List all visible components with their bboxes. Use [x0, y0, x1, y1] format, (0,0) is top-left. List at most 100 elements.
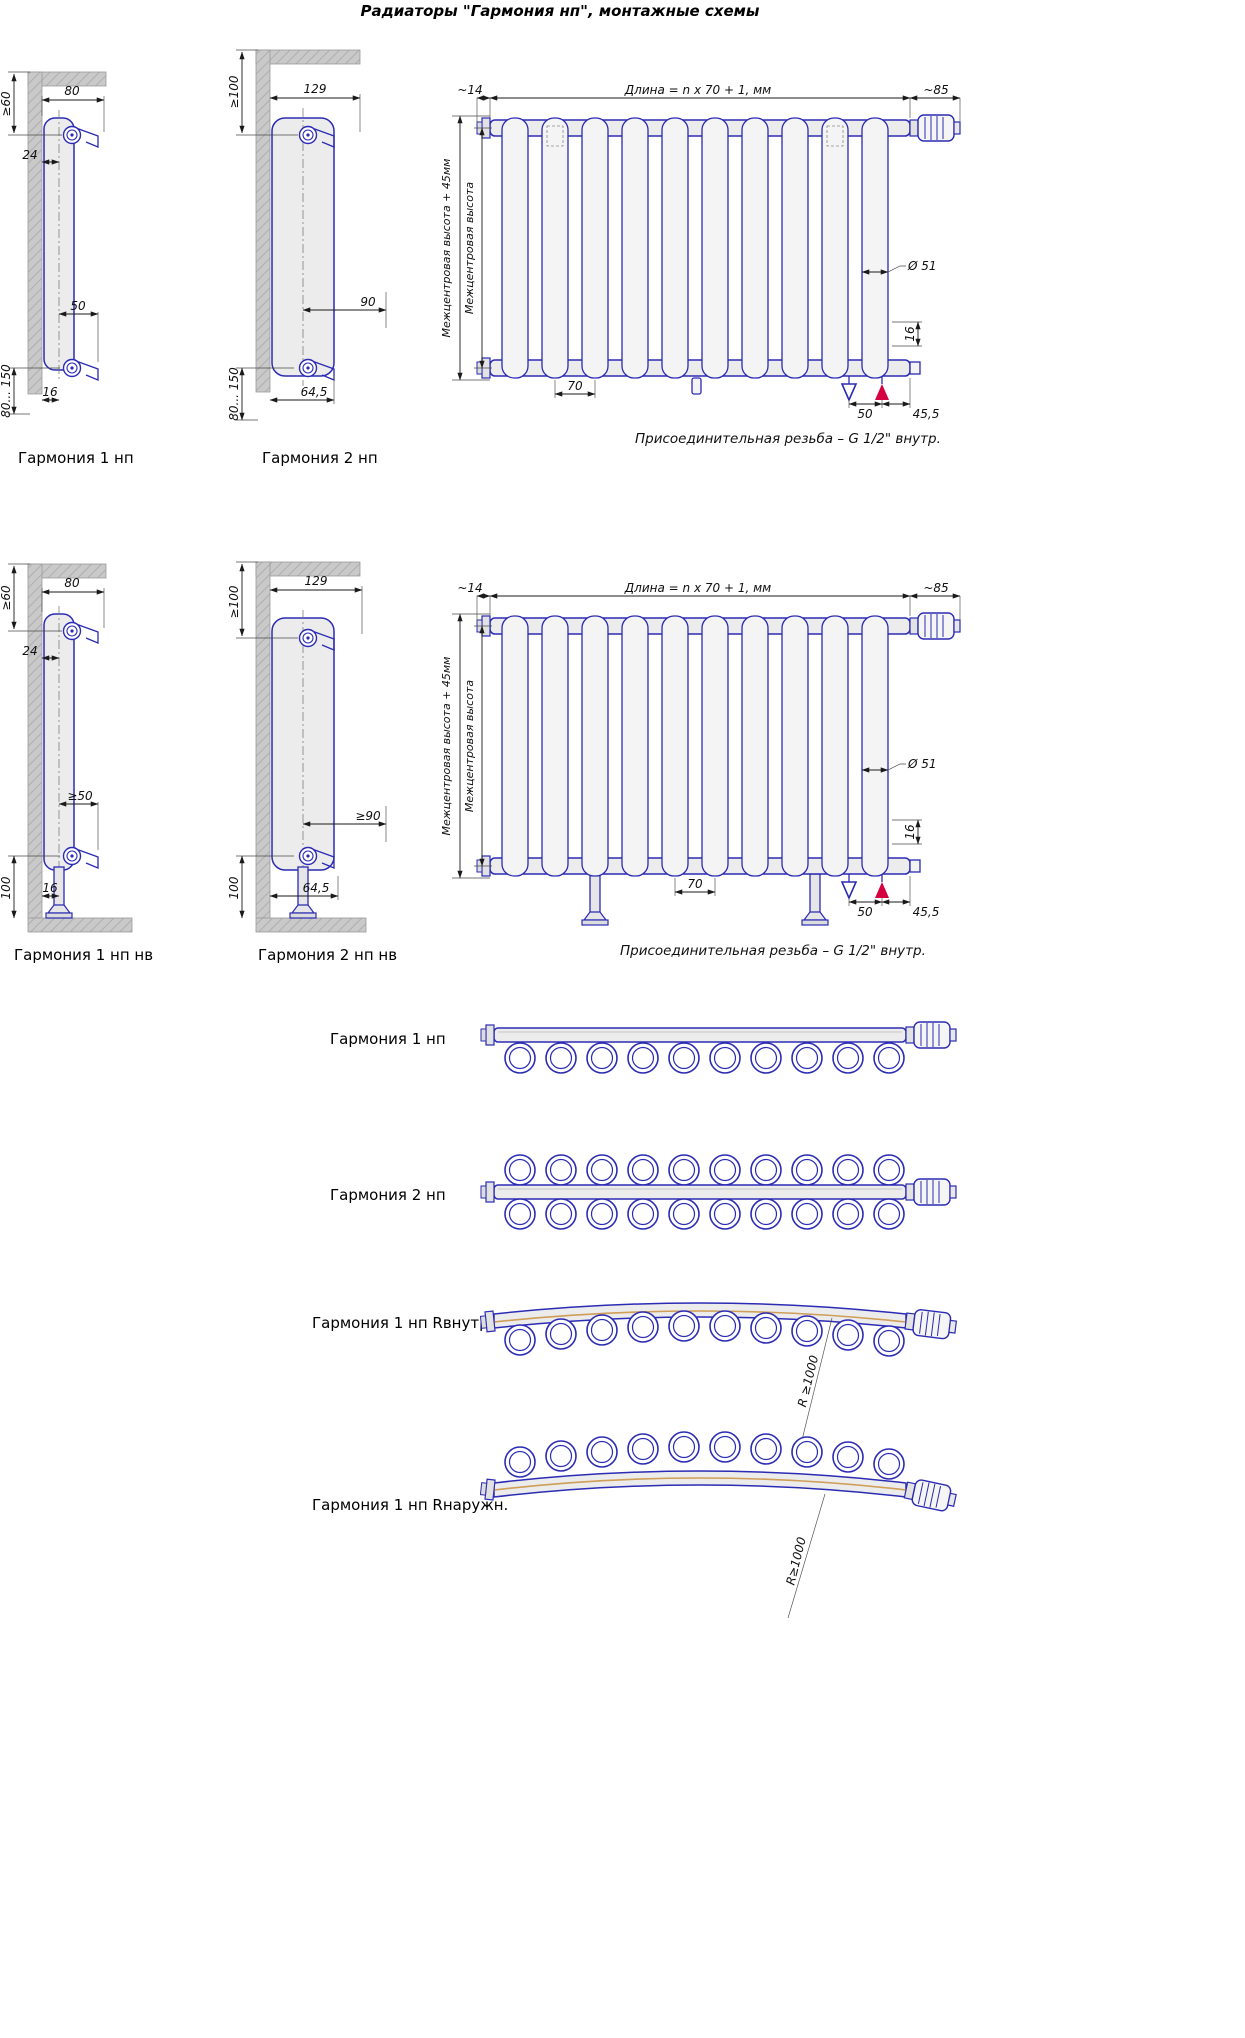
flow-arrow-supply: [875, 384, 889, 400]
flow-arrow-return: [840, 881, 858, 900]
dim-label-100: 100: [228, 876, 241, 899]
dim-label-24: 24: [22, 644, 37, 658]
dim-label-14: ~14: [457, 83, 482, 97]
thread-note: Присоединительная резьба – G 1/2" внутр.: [635, 431, 941, 447]
dim-label-129: 129: [304, 82, 327, 96]
top-view-harmony-1np-r-inner: R ≥1000: [480, 1302, 958, 1441]
wall-top: [255, 49, 361, 65]
axis-label-outer: Межцентровая высота + 45мм: [440, 159, 453, 338]
thermostat-valve: [905, 1178, 957, 1206]
top-view-harmony-2np: [480, 1154, 957, 1230]
dim-label-85: ~85: [923, 83, 948, 97]
axis-label-inner: Межцентровая высота: [463, 182, 476, 314]
radiator-body-top-view: [493, 1184, 907, 1200]
dim-label-45-5: 45,5: [913, 407, 940, 421]
thermostat-valve: [909, 612, 961, 640]
tube-sections: [504, 1042, 905, 1074]
dim-label-45-5: 45,5: [913, 905, 940, 919]
wall-left: [27, 563, 43, 919]
dim-label-diameter: Ø 51: [907, 259, 937, 273]
dim-label-64-5: 64,5: [301, 385, 328, 399]
bottom-clip: [691, 377, 702, 395]
end-cap: [480, 1310, 496, 1333]
dim-label-129: 129: [305, 574, 328, 588]
dim-label-50: 50: [857, 407, 873, 421]
tube-sections-row2: [504, 1198, 905, 1230]
dim-label-50: 50: [857, 905, 873, 919]
radiator-body-top-view: [493, 1027, 907, 1043]
label-harmony-2np-nv: Гармония 2 нп нв: [258, 946, 398, 964]
drain-plug: [909, 859, 921, 873]
axis-label-outer: Межцентровая высота + 45мм: [440, 657, 453, 836]
tube-array: [501, 615, 889, 877]
radiator-front: [476, 114, 961, 395]
thermostat-valve: [903, 1307, 958, 1341]
dim-label-80-150: 80... 150: [0, 364, 13, 418]
label-harmony-2np: Гармония 2 нп: [262, 449, 378, 467]
label-top-view-2np: Гармония 2 нп: [330, 1186, 446, 1204]
dim-label-ge60: ≥60: [0, 91, 13, 117]
dim-label-ge100: ≥100: [228, 585, 241, 618]
label-top-view-1np: Гармония 1 нп: [330, 1030, 446, 1048]
dim-label-24: 24: [22, 148, 37, 162]
dim-label-70: 70: [567, 379, 583, 393]
label-harmony-1np: Гармония 1 нп: [18, 449, 134, 467]
side-view-harmony-2np-nv: 129 ≥100 ≥90 64,5 100: [228, 561, 387, 933]
dim-label-16: 16: [42, 881, 58, 895]
dim-label-90: 90: [360, 295, 376, 309]
side-view-harmony-2np: 129 ≥100 90 64,5 80... 150: [228, 49, 387, 421]
wall-left: [27, 71, 43, 395]
dim-label-100: 100: [0, 876, 13, 899]
dim-label-85: ~85: [923, 581, 948, 595]
end-cap: [480, 1478, 496, 1501]
top-view-harmony-1np: [480, 1021, 957, 1074]
dim-label-ge90: ≥90: [355, 809, 381, 823]
flow-arrow-supply: [875, 882, 889, 898]
hidden-bracket: [826, 125, 844, 147]
dim-label-80-150: 80... 150: [228, 367, 241, 421]
label-top-view-r-outer: Гармония 1 нп Rнаружн.: [312, 1496, 509, 1514]
thermostat-valve: [909, 114, 961, 142]
dim-label-64-5: 64,5: [303, 881, 330, 895]
floor: [27, 917, 133, 933]
drain-plug: [909, 361, 921, 375]
thermostat-valve: [905, 1021, 957, 1049]
radiator-front: [476, 612, 961, 926]
side-view-harmony-1np-nv: 80 ≥60 24 ≥50 16 100: [0, 563, 133, 933]
label-harmony-1np-nv: Гармония 1 нп нв: [14, 946, 154, 964]
dim-label-ge50: ≥50: [67, 789, 93, 803]
dim-label-length: Длина = n x 70 + 1, мм: [624, 83, 771, 97]
wall-left: [255, 561, 271, 919]
dim-label-diameter: Ø 51: [907, 757, 937, 771]
floor: [255, 917, 367, 933]
dim-label-14: ~14: [457, 581, 482, 595]
tube-sections-row1: [504, 1154, 905, 1186]
front-view-wall-mounted: Межцентровая высота + 45мм Межцентровая …: [440, 83, 961, 421]
mounting-bracket-bottom: [62, 358, 99, 381]
label-top-view-r-inner: Гармония 1 нп Rвнутр.: [312, 1314, 494, 1332]
tube-array: [501, 117, 889, 379]
dim-label-ge100: ≥100: [228, 75, 241, 108]
dim-label-16: 16: [903, 326, 917, 342]
flow-arrow-return: [840, 383, 858, 402]
radius-label: R ≥1000: [795, 1353, 821, 1408]
drawing-title: Радиаторы "Гармония нп", монтажные схемы: [360, 2, 760, 20]
floor-leg: [581, 873, 609, 926]
side-view-harmony-1np: 80 ≥60 24 50 16 80... 150: [0, 71, 107, 418]
dim-label-80: 80: [64, 84, 80, 98]
thread-note: Присоединительная резьба – G 1/2" внутр.: [620, 943, 926, 959]
dim-label-50: 50: [70, 299, 86, 313]
axis-label-inner: Межцентровая высота: [463, 680, 476, 812]
hidden-bracket: [546, 125, 564, 147]
dim-label-16: 16: [42, 385, 58, 399]
top-view-harmony-1np-r-outer: R≥1000: [480, 1431, 959, 1619]
front-view-floor-mounted: Межцентровая высота + 45мм Межцентровая …: [440, 581, 961, 926]
end-cap: [480, 1024, 495, 1046]
dim-label-ge60: ≥60: [0, 585, 13, 611]
dim-label-length: Длина = n x 70 + 1, мм: [624, 581, 771, 595]
end-cap: [480, 1181, 495, 1203]
thermostat-valve: [902, 1476, 959, 1514]
wall-left: [255, 49, 271, 393]
floor-leg: [801, 873, 829, 926]
